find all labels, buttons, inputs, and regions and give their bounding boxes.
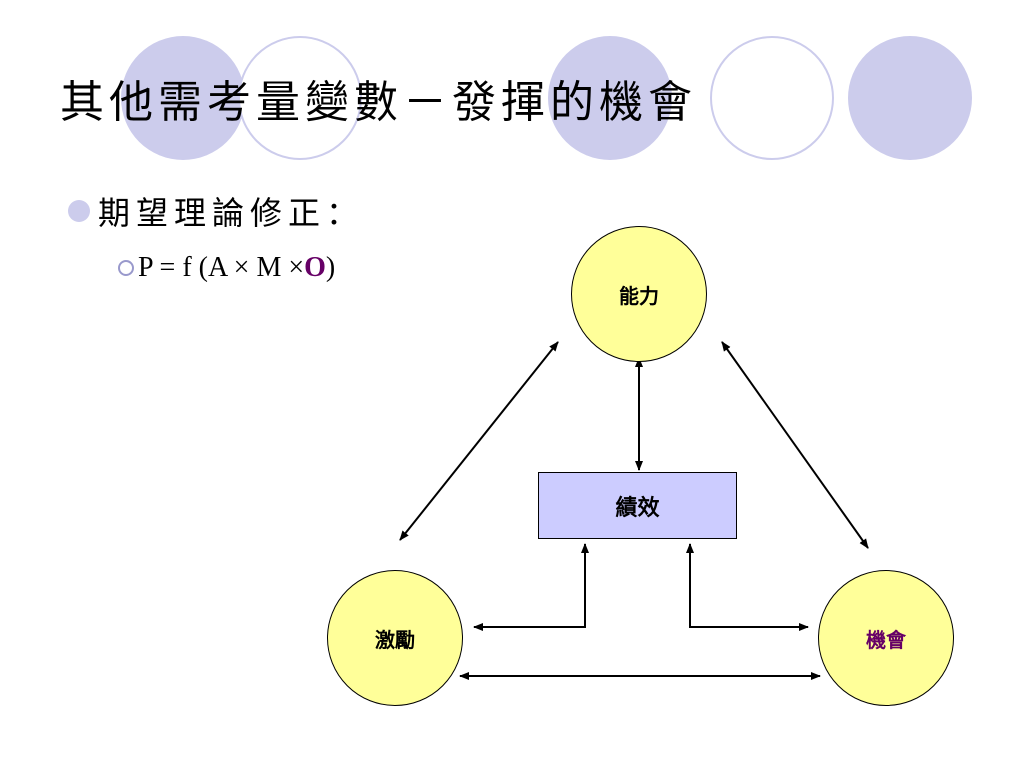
formula-line: P = f (A × M × O)	[118, 252, 335, 284]
formula-prefix: P = f (A × M ×	[138, 252, 305, 283]
deco-circle-2	[238, 36, 362, 160]
bullet-text: 期望理論修正：	[98, 194, 365, 232]
node-opportunity-label: 機會	[866, 627, 906, 652]
bullet-dot-icon	[68, 200, 90, 222]
deco-circle-4	[710, 36, 834, 160]
bullet-ring-icon	[118, 260, 134, 276]
formula-emphasis: O	[304, 252, 326, 283]
arrow-ability-motivation	[399, 341, 559, 541]
node-ability-label: 能力	[619, 283, 659, 308]
node-performance-label: 績效	[615, 495, 660, 521]
node-motivation: 激勵	[327, 570, 463, 706]
node-performance: 績效	[538, 472, 737, 539]
node-opportunity: 機會	[818, 570, 954, 706]
deco-circle-3	[548, 36, 672, 160]
arrow-motivation-performance	[473, 543, 589, 631]
arrow-opportunity-performance	[686, 543, 809, 631]
formula-suffix: )	[325, 252, 336, 283]
node-motivation-label: 激勵	[375, 627, 415, 652]
slide-title: 其他需考量變數－發揮的機會	[60, 77, 697, 128]
deco-circle-5	[848, 36, 972, 160]
bullet-level1: 期望理論修正：	[68, 188, 364, 234]
arrow-ability-opportunity	[721, 341, 869, 549]
node-ability: 能力	[571, 226, 707, 362]
deco-circle-1	[121, 36, 245, 160]
